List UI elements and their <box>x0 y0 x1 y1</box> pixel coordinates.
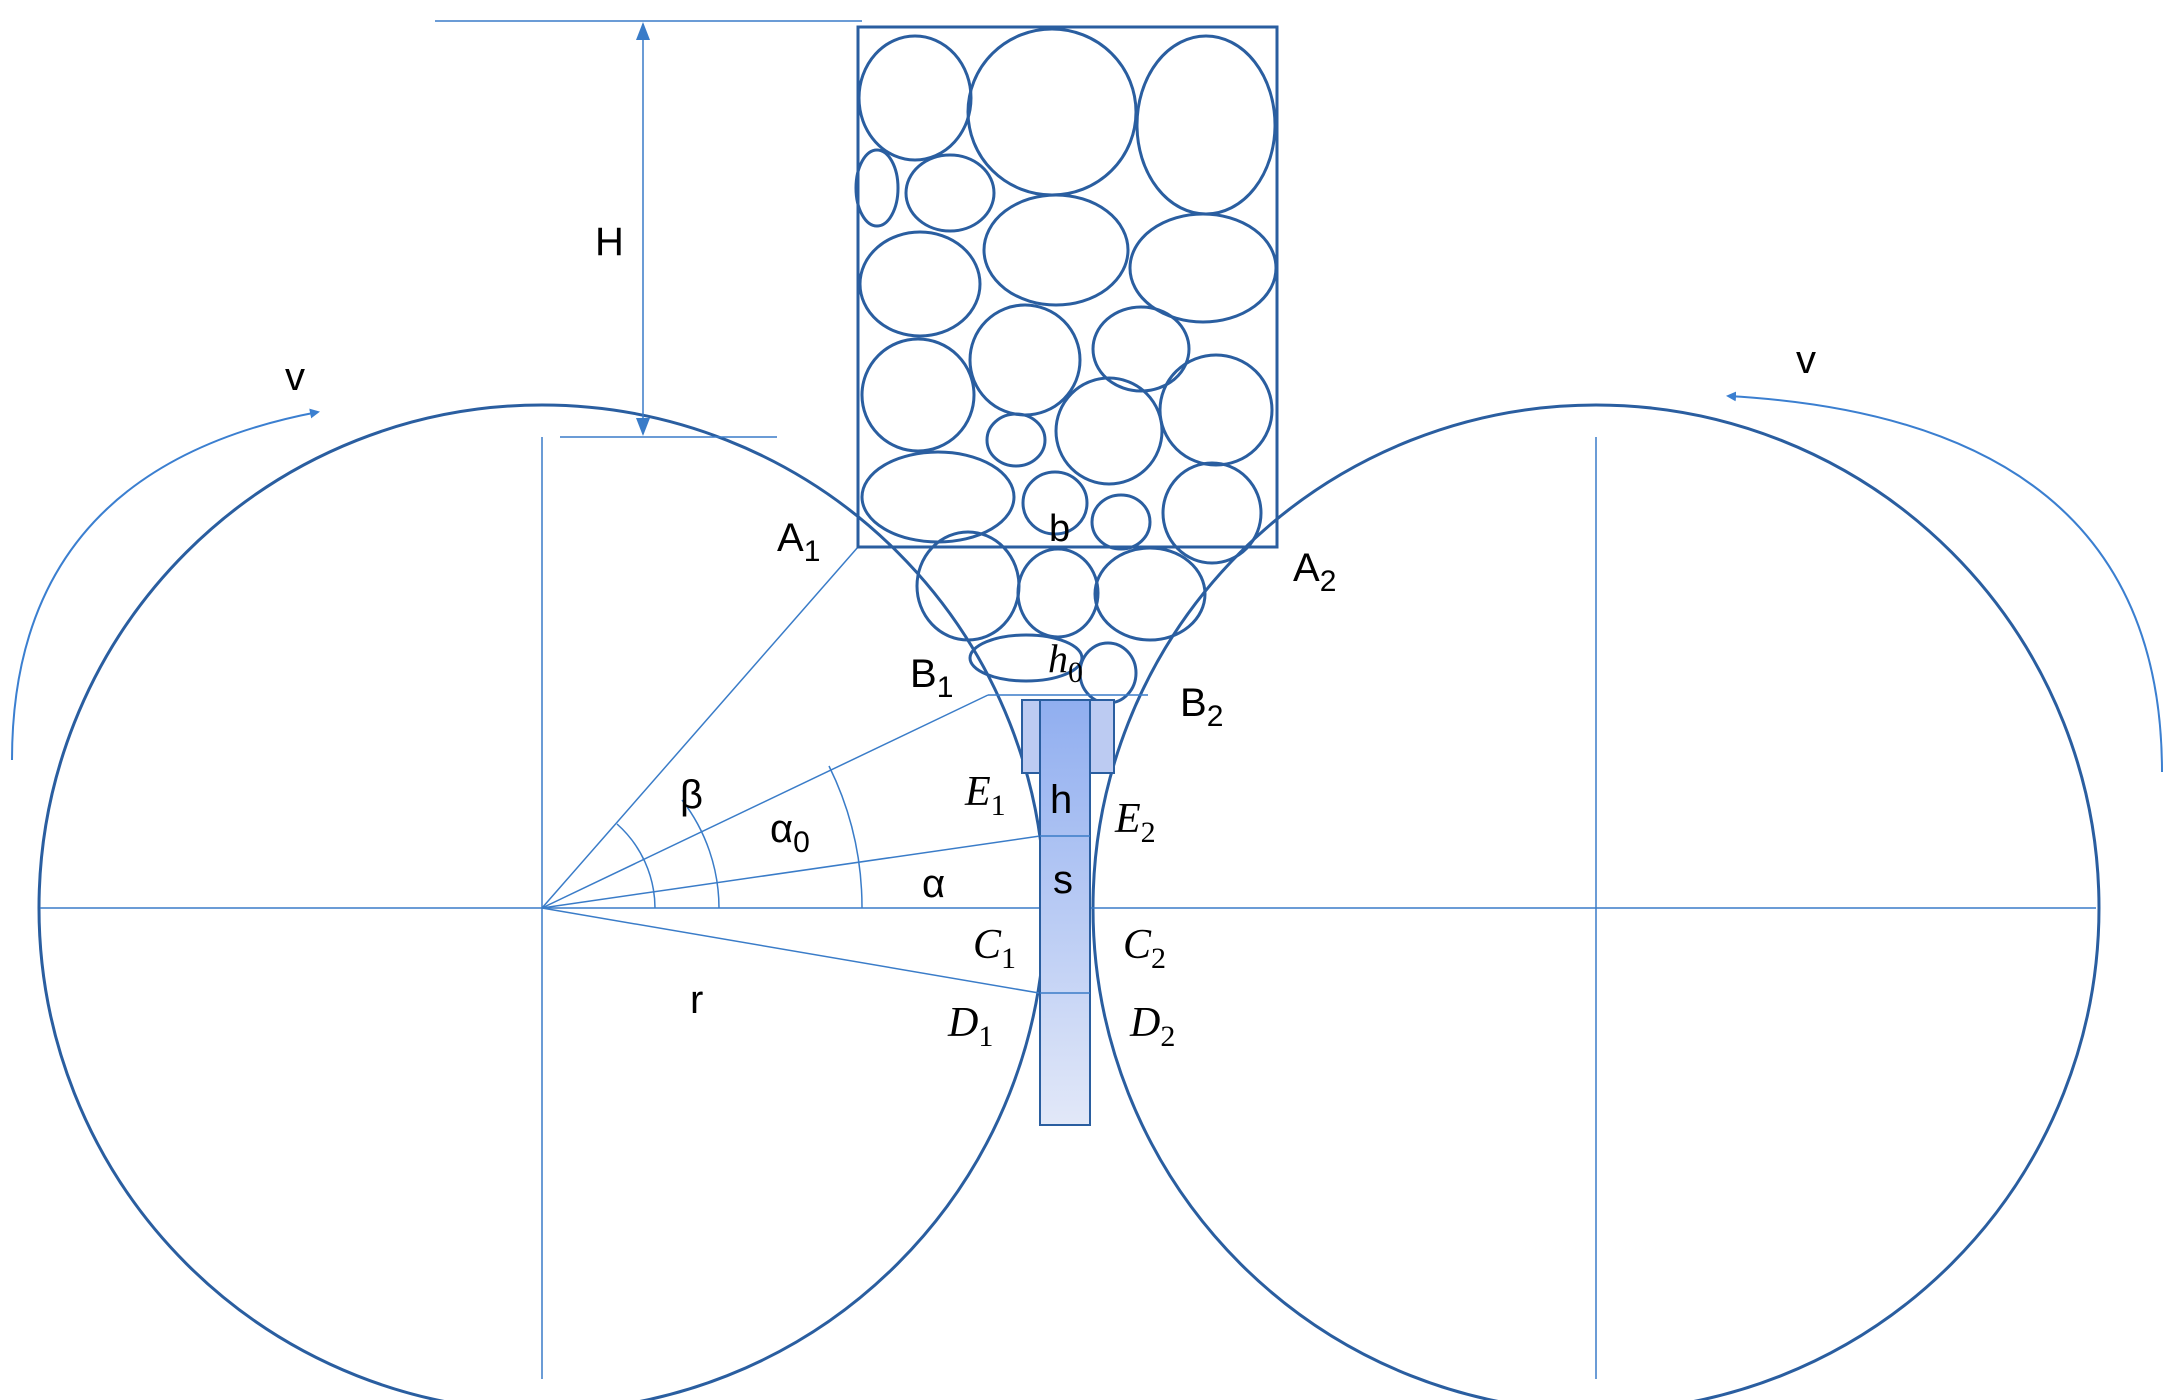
label-alpha0: α0 <box>770 807 810 859</box>
label-v-left: v <box>285 355 305 399</box>
strip-side-left <box>1021 699 1041 774</box>
label-h0: h0 <box>1048 636 1083 689</box>
label-B2: B2 <box>1180 681 1223 733</box>
label-E2: E2 <box>1114 796 1156 849</box>
label-beta: β <box>680 773 703 817</box>
label-A1: A1 <box>777 516 820 568</box>
label-b: b <box>1049 508 1070 550</box>
feed-box <box>856 25 1279 549</box>
ray-to-B1 <box>541 694 989 909</box>
H-arrowhead-bottom <box>636 418 650 436</box>
angle-arc-beta <box>616 823 656 909</box>
label-D1: D1 <box>947 1000 993 1053</box>
ray-to-D1 <box>541 907 1040 994</box>
strip-side-right <box>1089 699 1115 774</box>
label-D2: D2 <box>1129 1000 1175 1053</box>
label-E1: E1 <box>964 769 1006 822</box>
angle-arc-alpha0 <box>681 799 720 909</box>
H-arrowhead-top <box>636 22 650 40</box>
ray-to-A1 <box>541 546 859 909</box>
label-r: r <box>690 978 703 1022</box>
label-H: H <box>595 220 624 264</box>
compressed-strip <box>1039 699 1091 1126</box>
right-rotation-arrow <box>1726 391 2163 773</box>
label-C2: C2 <box>1123 922 1166 975</box>
ray-to-E1 <box>541 835 1041 909</box>
particle-group <box>854 27 1278 705</box>
left-rotation-arrow <box>11 408 320 761</box>
label-A2: A2 <box>1293 546 1336 598</box>
label-h: h <box>1050 778 1072 822</box>
angle-arc-alpha <box>828 765 863 909</box>
label-C1: C1 <box>973 922 1016 975</box>
label-s: s <box>1053 858 1073 902</box>
label-v-right: v <box>1796 338 1816 382</box>
label-alpha: α <box>922 862 945 906</box>
label-B1: B1 <box>910 652 953 704</box>
